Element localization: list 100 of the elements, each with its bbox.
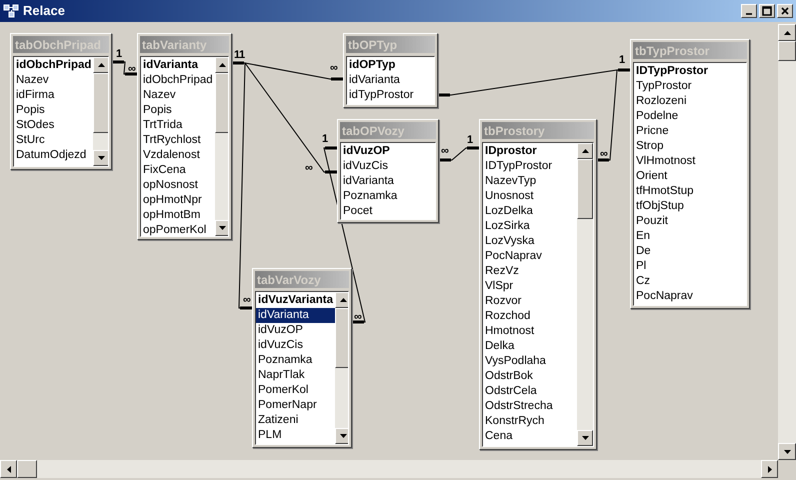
field-name: VlSpr <box>484 279 514 294</box>
field-name: idVarianta <box>256 308 335 323</box>
field-name: idObchPripad <box>142 73 214 88</box>
relationship-line <box>110 60 138 76</box>
field-name: idVuzVarianta <box>257 293 334 308</box>
field-name: LozVyska <box>484 234 536 249</box>
field-name: Rozchod <box>484 309 532 324</box>
cardinality-label: ∞ <box>128 64 136 75</box>
cardinality-label: ∞ <box>330 63 338 74</box>
table-title: tabVarianty <box>142 38 207 50</box>
field-name: IDTypProstor <box>635 64 709 79</box>
field-name: Rozlozeni <box>635 94 688 109</box>
field-name: FixCena <box>142 163 187 178</box>
field-name: Vzdalenost <box>142 148 201 163</box>
field-name: idOPTyp <box>348 58 396 73</box>
table-window <box>10 33 112 170</box>
field-name: idObchPripad <box>15 58 92 73</box>
field-name: VysPodlaha <box>484 354 547 369</box>
field-name: TrtRychlost <box>142 133 202 148</box>
table-title: tbProstory <box>484 124 545 136</box>
field-name: Orient <box>635 169 668 184</box>
field-name: opHmotBm <box>142 208 202 223</box>
field-name: idVarianta <box>348 73 401 88</box>
field-name: StOdes <box>15 118 56 133</box>
cardinality-label: 1 <box>467 135 474 146</box>
field-name: Strop <box>635 139 664 154</box>
relationship-line <box>323 146 366 324</box>
field-name: Cz <box>635 274 652 289</box>
field-name: idFirma <box>15 88 56 103</box>
field-name: KonstrRych <box>484 414 546 429</box>
field-name: Podelne <box>635 109 680 124</box>
field-name: TypProstor <box>635 79 693 94</box>
field-name: idVarianta <box>142 58 199 73</box>
field-name: idVuzCis <box>257 338 304 353</box>
table-title: tbTypProstor <box>635 44 710 56</box>
table-title: tbOPTyp <box>348 38 398 50</box>
table-window <box>137 33 232 240</box>
table-title: tabVarVozy <box>257 274 321 286</box>
cardinality-label: 1 <box>619 55 626 66</box>
field-name: idVarianta <box>342 174 395 189</box>
field-name: opHmotNpr <box>142 193 203 208</box>
field-name: Pocet <box>342 204 374 219</box>
field-name: PLM <box>257 428 283 443</box>
field-name: En <box>635 229 652 244</box>
field-name: OdstrBok <box>484 369 534 384</box>
cardinality-label: 1 <box>239 50 246 61</box>
cardinality-label: 1 <box>322 134 328 145</box>
cardinality-label: 1 <box>234 50 240 61</box>
field-name: idTypProstor <box>348 88 415 103</box>
field-name: TrtTrida <box>142 118 184 133</box>
field-name: PocNaprav <box>484 249 543 264</box>
cardinality-label: ∞ <box>305 163 313 174</box>
field-name: Poznamka <box>257 353 314 368</box>
field-name: PomerNapr <box>257 398 318 413</box>
field-name: Popis <box>15 103 46 118</box>
field-name: NazevTyp <box>484 174 538 189</box>
field-name: tfHmotStup <box>635 184 695 199</box>
field-name: tfObjStup <box>635 199 685 214</box>
table-title: tabOPVozy <box>342 124 404 136</box>
cardinality-label: ∞ <box>243 295 251 306</box>
field-name: NaprTlak <box>257 368 306 383</box>
field-name: Pl <box>635 259 648 274</box>
field-name: Delka <box>484 339 516 354</box>
relationship-line <box>596 68 632 162</box>
field-name: RezVz <box>484 264 520 279</box>
cardinality-label: 1 <box>116 49 122 60</box>
field-name: Unosnost <box>484 189 535 204</box>
field-name: Hmotnost <box>484 324 536 339</box>
field-name: Nazev <box>142 88 177 103</box>
field-name: OdstrCela <box>484 384 538 399</box>
field-name: Pricne <box>635 124 670 139</box>
table-window <box>252 268 352 448</box>
field-name: opPomerKol <box>142 223 208 236</box>
field-name: idVuzOP <box>342 144 391 159</box>
table-window <box>337 119 439 223</box>
field-name: opNosnost <box>142 178 199 193</box>
field-name: LozSirka <box>484 219 531 234</box>
cardinality-label: ∞ <box>600 149 608 160</box>
field-name: OdstrStrecha <box>484 399 554 414</box>
field-name: StUrc <box>15 133 46 148</box>
field-name: Poznamka <box>342 189 398 204</box>
field-name: De <box>635 244 652 259</box>
field-name: LozDelka <box>484 204 534 219</box>
cardinality-label: ∞ <box>441 146 449 157</box>
field-name: PocNaprav <box>635 289 694 304</box>
window-title: Relace <box>23 2 65 20</box>
field-name: idVuzOP <box>257 323 304 338</box>
field-name: VlHmotnost <box>635 154 696 169</box>
field-name: PomerKol <box>257 383 310 398</box>
relationship-line <box>438 146 480 162</box>
field-name: DatumOdjezd <box>15 148 88 163</box>
field-name: Nazev <box>15 73 50 88</box>
field-name: IDTypProstor <box>484 159 554 174</box>
table-window <box>343 33 438 108</box>
field-name: Pouzit <box>635 214 669 229</box>
field-name: Cena <box>484 429 514 444</box>
field-name: Zatizeni <box>257 413 300 428</box>
cardinality-label: ∞ <box>354 312 362 323</box>
field-name: idVuzCis <box>342 159 389 174</box>
field-name: IDprostor <box>484 144 538 159</box>
